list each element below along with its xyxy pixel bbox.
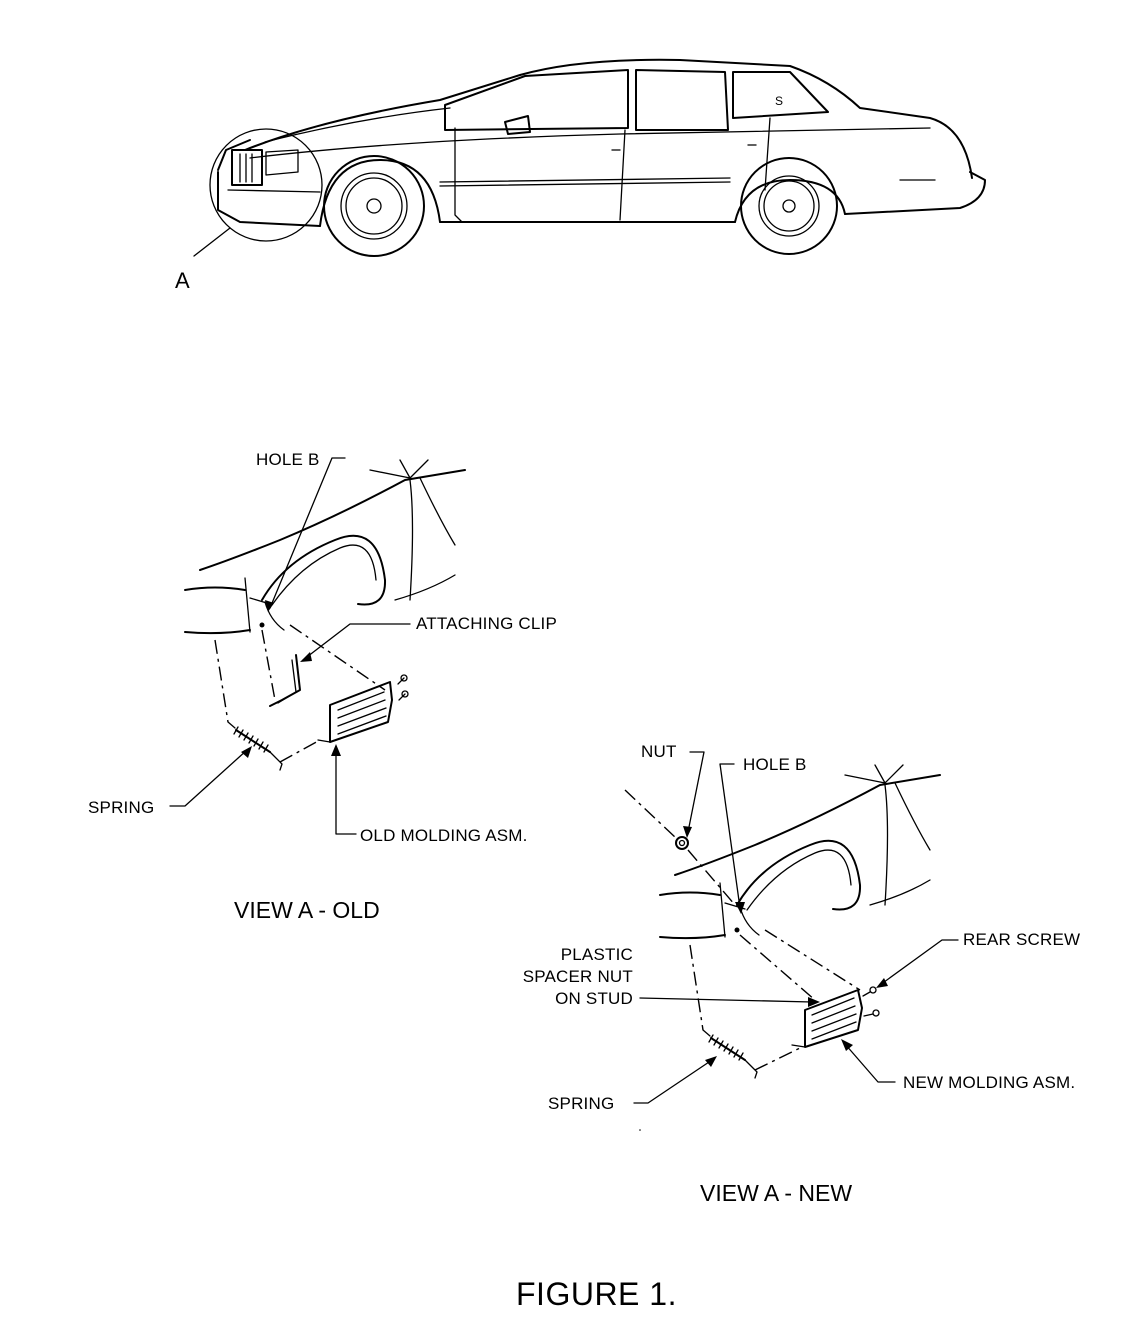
rear-screw-label: REAR SCREW — [963, 930, 1081, 949]
plastic-spacer-label-1: PLASTIC — [560, 945, 633, 964]
svg-text:S: S — [775, 94, 783, 108]
attaching-clip-label: ATTACHING CLIP — [416, 614, 558, 633]
plastic-spacer-label-3: ON STUD — [555, 989, 633, 1008]
nut-label: NUT — [641, 742, 677, 761]
callout-a-label: A — [175, 268, 190, 293]
new-hole-b-label: HOLE B — [743, 755, 807, 774]
new-spring-label: SPRING — [548, 1094, 615, 1113]
new-molding-label: NEW MOLDING ASM. — [903, 1073, 1076, 1092]
view-old-title: VIEW A - OLD — [234, 897, 380, 923]
view-new-title: VIEW A - NEW — [700, 1180, 853, 1206]
view-old-drawing — [169, 457, 466, 835]
old-molding-label: OLD MOLDING ASM. — [360, 826, 528, 845]
car-side-view: S — [193, 58, 986, 257]
old-spring-label: SPRING — [88, 798, 155, 817]
view-new-drawing — [624, 751, 959, 1104]
old-hole-b-label: HOLE B — [256, 450, 320, 469]
plastic-spacer-label-2: SPACER NUT — [522, 967, 633, 986]
figure-caption: FIGURE 1. — [516, 1276, 677, 1312]
